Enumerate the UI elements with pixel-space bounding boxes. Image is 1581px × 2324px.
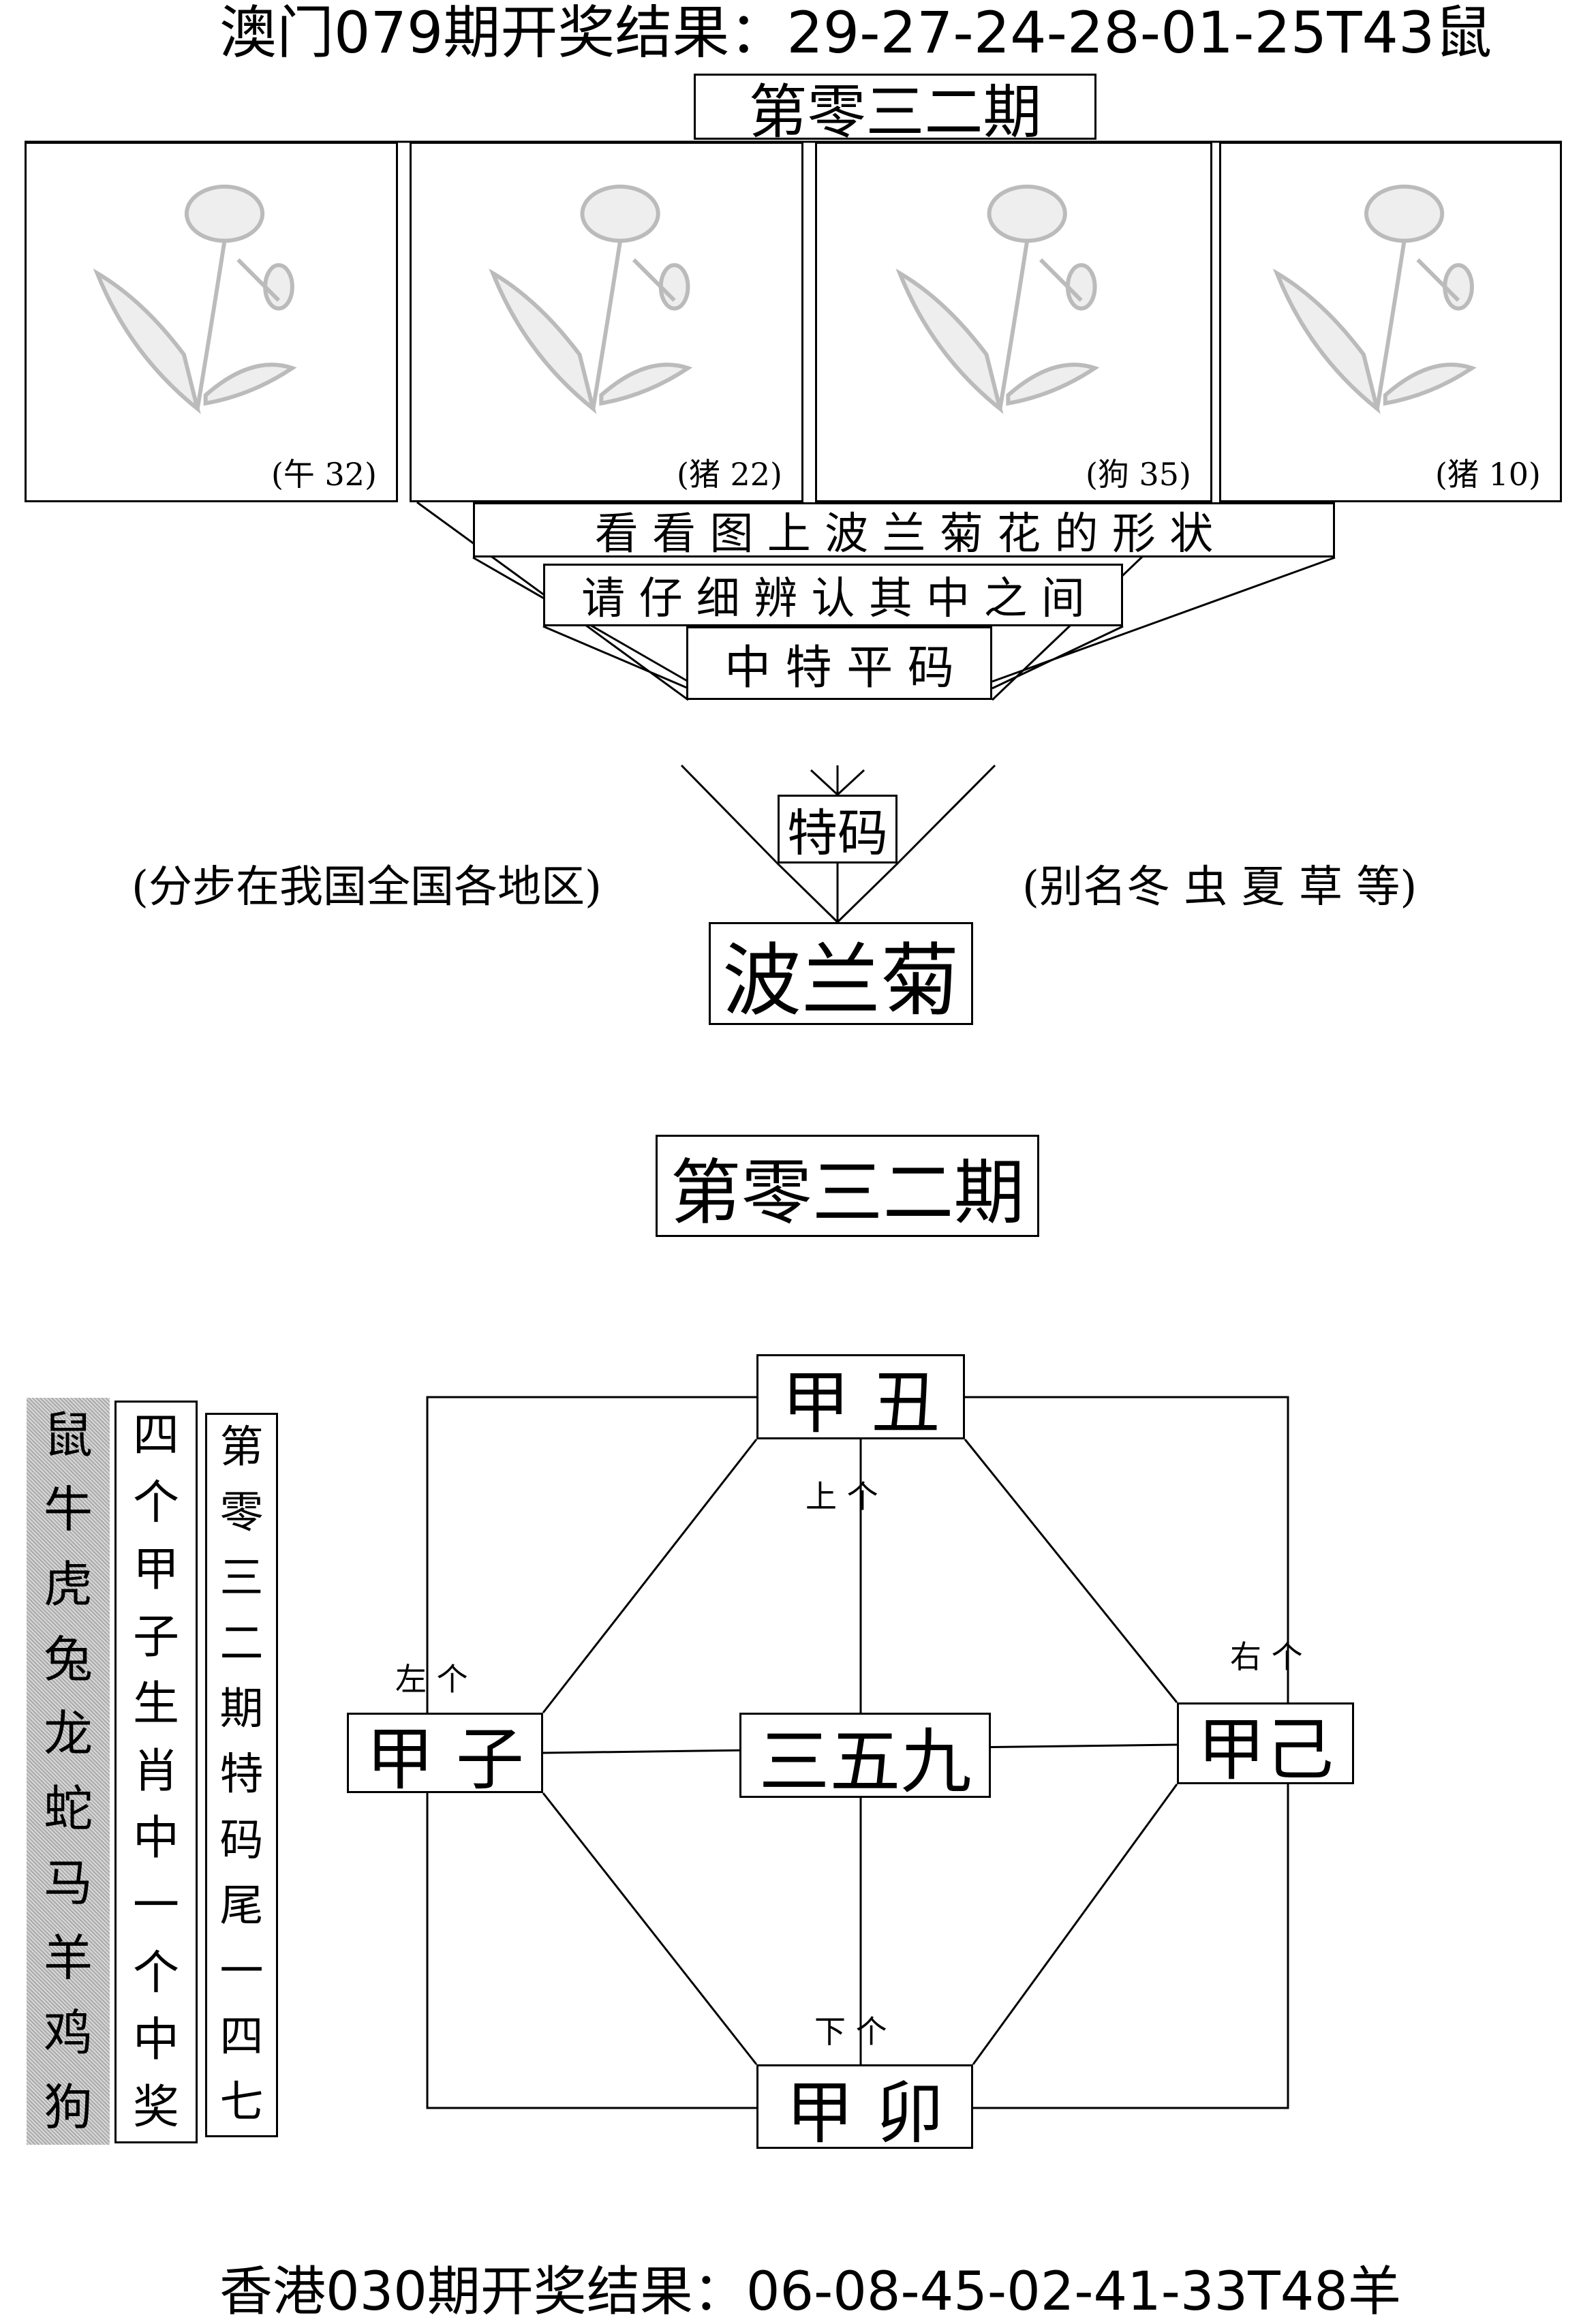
panel-label: (狗 35)	[1085, 456, 1191, 493]
funnel-line-3: 中 特 平 码	[686, 626, 992, 700]
char: 一	[132, 1878, 179, 1933]
char: 尾	[219, 1880, 264, 1931]
zodiac: 兔	[43, 1630, 93, 1688]
period-title-2: 第零三二期	[656, 1135, 1039, 1237]
period-title: 第零三二期	[694, 74, 1096, 147]
zodiac: 蛇	[43, 1779, 93, 1837]
flower-icon	[489, 185, 692, 414]
left-note: (分步在我国全国各地区)	[132, 862, 602, 913]
char: 第	[219, 1422, 264, 1473]
flower-icon	[93, 185, 297, 414]
char: 中	[132, 1811, 179, 1866]
panel-label: (猪 22)	[676, 456, 782, 493]
zodiac: 虎	[43, 1555, 93, 1613]
char: 零	[219, 1488, 264, 1539]
tail-column: 第 零 三 二 期 特 码 尾 一 四 七	[205, 1413, 278, 2137]
char: 子	[132, 1610, 179, 1664]
right-note: (别名冬 虫 夏 草 等)	[1022, 862, 1417, 913]
answer-box: 波兰菊	[709, 922, 973, 1027]
char: 生	[132, 1677, 179, 1732]
char: 二	[219, 1619, 264, 1670]
char: 中	[132, 2013, 179, 2068]
flower-panel: (猪 10)	[1219, 142, 1562, 502]
char: 个	[132, 1946, 179, 2000]
zodiac: 狗	[43, 2079, 93, 2137]
node-left: 甲 子	[347, 1713, 543, 1799]
char: 一	[219, 1946, 264, 1997]
char: 码	[219, 1815, 264, 1866]
char: 肖	[132, 1744, 179, 1799]
flower-panel: (狗 35)	[815, 142, 1212, 502]
zodiac: 龙	[43, 1705, 93, 1763]
char: 七	[219, 2077, 264, 2128]
char: 期	[219, 1684, 264, 1735]
label-right: 右 个	[1230, 1638, 1303, 1675]
macau-result: 澳门079期开奖结果：29-27-24-28-01-25T43鼠	[219, 0, 1492, 66]
hint-column: 四 个 甲 子 生 肖 中 一 个 中 奖	[114, 1401, 198, 2143]
char: 三	[219, 1553, 264, 1604]
funnel-line-1: 看 看 图 上 波 兰 菊 花 的 形 状	[473, 502, 1335, 560]
zodiac: 鼠	[43, 1406, 93, 1464]
panel-label: (午 32)	[271, 456, 377, 493]
flower-panel: (午 32)	[25, 142, 398, 502]
char: 四	[132, 1409, 179, 1463]
funnel-line-2: 请 仔 细 辨 认 其 中 之 间	[543, 564, 1123, 626]
label-top: 上 个	[805, 1478, 878, 1515]
char: 四	[219, 2011, 264, 2062]
hk-result: 香港030期开奖结果：06-08-45-02-41-33T48羊	[219, 2261, 1402, 2323]
zodiac-column: 鼠 牛 虎 兔 龙 蛇 马 羊 鸡 狗	[27, 1398, 110, 2145]
flower-icon	[895, 185, 1100, 414]
tema-box: 特码	[778, 795, 897, 863]
node-top: 甲 丑	[756, 1354, 965, 1443]
flower-icon	[1272, 185, 1477, 414]
zodiac: 马	[43, 1854, 93, 1912]
label-left: 左 个	[395, 1661, 468, 1698]
zodiac: 鸡	[43, 2004, 93, 2062]
char: 甲	[132, 1543, 179, 1597]
char: 奖	[132, 2080, 179, 2135]
zodiac: 牛	[43, 1481, 93, 1539]
node-right: 甲己	[1177, 1702, 1354, 1790]
zodiac: 羊	[43, 1929, 93, 1987]
label-bottom: 下 个	[814, 2013, 887, 2050]
panel-label: (猪 10)	[1434, 456, 1541, 493]
char: 特	[219, 1749, 264, 1801]
node-center: 三五九	[739, 1713, 991, 1803]
flower-panel: (猪 22)	[410, 142, 803, 502]
node-bottom: 甲 卯	[756, 2064, 973, 2153]
char: 个	[132, 1476, 179, 1530]
